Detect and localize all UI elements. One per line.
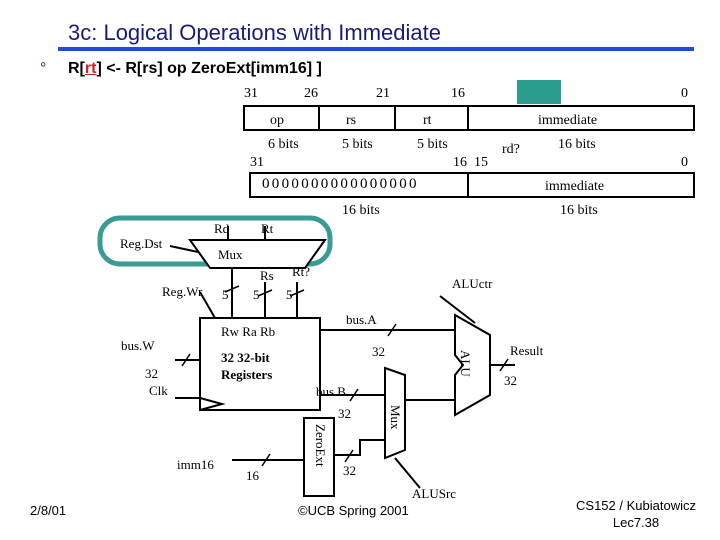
alusrc-mux <box>384 366 406 460</box>
title-underline <box>58 47 694 51</box>
busa-width: 32 <box>372 344 385 359</box>
rd-question: rd? <box>502 142 520 157</box>
regdst-label: Reg.Dst <box>120 236 163 251</box>
regs-line1: 32 32-bit <box>221 350 270 365</box>
bit-26: 26 <box>304 86 318 101</box>
result-label: Result <box>510 343 544 358</box>
footer-course: CS152 / Kubiatowicz <box>576 498 696 513</box>
busa-label: bus.A <box>346 312 377 327</box>
imm16-width: 16 <box>246 468 259 483</box>
regdst-mux <box>188 239 327 269</box>
five-a: 5 <box>222 287 229 302</box>
stmt-rt: rt <box>84 60 97 77</box>
zx-immediate: immediate <box>545 179 605 194</box>
zeroext-width: 32 <box>343 463 356 478</box>
busw-width: 32 <box>145 366 158 381</box>
zeroext-label: ZeroExt <box>313 424 328 467</box>
field-op: op <box>270 113 284 128</box>
rw-ra-rb-label: Rw Ra Rb <box>221 324 276 339</box>
bit-21: 21 <box>376 86 390 101</box>
result-width: 32 <box>504 373 517 388</box>
zx-zeros: 0000000000000000 <box>262 176 419 192</box>
rs-label: Rs <box>260 268 274 283</box>
zeroext-box <box>303 417 335 497</box>
aluctr-label: ALUctr <box>452 276 493 291</box>
rd-label: Rd <box>214 221 230 236</box>
alu-label: ALU <box>458 350 473 377</box>
register-file <box>199 317 321 411</box>
width-op: 6 bits <box>268 137 299 152</box>
width-rt: 5 bits <box>417 137 448 152</box>
regwr-label: Reg.Wr <box>162 284 203 299</box>
imm16-label: imm16 <box>177 457 214 472</box>
field-rs: rs <box>346 113 357 128</box>
width-immediate: 16 bits <box>558 137 596 152</box>
field-rt: rt <box>423 113 432 128</box>
footer-center: ©UCB Spring 2001 <box>298 503 409 518</box>
busb-width: 32 <box>338 406 351 421</box>
rt-question-label: Rt? <box>292 264 311 279</box>
zx-bit-15: 15 <box>474 155 488 170</box>
alu <box>454 313 491 417</box>
footer-date: 2/8/01 <box>30 503 67 518</box>
zx-bit-0: 0 <box>681 155 688 170</box>
busw-label: bus.W <box>121 338 155 353</box>
bit-31: 31 <box>244 86 258 101</box>
alusrc-label: ALUSrc <box>412 486 457 501</box>
clk-label: Clk <box>149 383 168 398</box>
rt-label: Rt <box>261 221 274 236</box>
bit-16: 16 <box>451 86 465 101</box>
rtl-statement: R[rt] <- R[rs] op ZeroExt[imm16] ] <box>68 60 322 78</box>
stmt-pre: R[ <box>68 60 85 77</box>
five-b: 5 <box>253 287 260 302</box>
slide-title: 3c: Logical Operations with Immediate <box>68 20 441 45</box>
regs-line2: Registers <box>221 367 273 382</box>
five-c: 5 <box>286 287 293 302</box>
mux-label: Mux <box>218 247 243 262</box>
zx-width-right: 16 bits <box>560 203 598 218</box>
stmt-post: ] <- R[rs] op ZeroExt[imm16] ] <box>96 60 322 77</box>
bullet: ° <box>40 60 47 77</box>
width-rs: 5 bits <box>342 137 373 152</box>
bit-0: 0 <box>681 86 688 101</box>
bit-11-highlight <box>517 80 561 104</box>
alusrc-mux-label: Mux <box>388 405 403 430</box>
zx-bit-31: 31 <box>250 155 264 170</box>
format-box-zeroext <box>249 172 695 198</box>
zx-width-left: 16 bits <box>342 203 380 218</box>
footer-lecture: Lec7.38 <box>612 515 660 530</box>
field-immediate: immediate <box>538 113 598 128</box>
busb-label: bus.B <box>316 384 346 399</box>
zx-bit-16: 16 <box>453 155 467 170</box>
